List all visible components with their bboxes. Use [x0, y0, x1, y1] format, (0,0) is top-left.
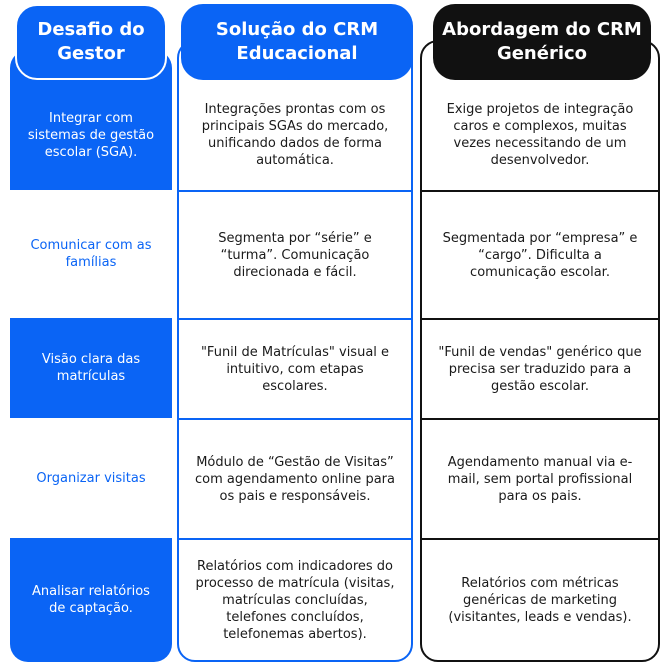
challenge-cell: Comunicar com as famílias [10, 190, 172, 318]
challenge-cell: Analisar relatórios de captação. [32, 584, 150, 616]
educational-cell: Integrações prontas com os principais SG… [179, 80, 411, 192]
educational-cell: Segmenta por “série” e “turma”. Comunica… [179, 192, 411, 320]
educational-column: Integrações prontas com os principais SG… [177, 40, 413, 662]
challenge-cell: Visão clara das matrículas [41, 352, 141, 384]
educational-cell: Módulo de “Gestão de Visitas” com agenda… [179, 420, 411, 540]
generic-cell: Agendamento manual via e-mail, sem porta… [422, 420, 658, 540]
educational-header: Solução do CRM Educacional [181, 4, 413, 80]
generic-cell: "Funil de vendas" genérico que precisa s… [422, 320, 658, 420]
educational-cell: "Funil de Matrículas" visual e intuitivo… [179, 320, 411, 420]
generic-cell: Relatórios com métricas genéricas de mar… [448, 575, 632, 625]
educational-cell: Relatórios com indicadores do processo d… [195, 558, 395, 642]
generic-column: Exige projetos de integração caros e com… [420, 40, 660, 662]
generic-cell: Segmentada por “empresa” e “cargo”. Difi… [422, 192, 658, 320]
challenge-column: Integrar com sistemas de gestão escolar … [10, 50, 172, 662]
generic-cell: Exige projetos de integração caros e com… [422, 80, 658, 192]
challenge-cell: Integrar com sistemas de gestão escolar … [27, 110, 155, 160]
generic-header: Abordagem do CRM Genérico [433, 4, 651, 80]
challenge-header: Desafio do Gestor [15, 4, 167, 80]
challenge-cell: Organizar visitas [10, 418, 172, 538]
